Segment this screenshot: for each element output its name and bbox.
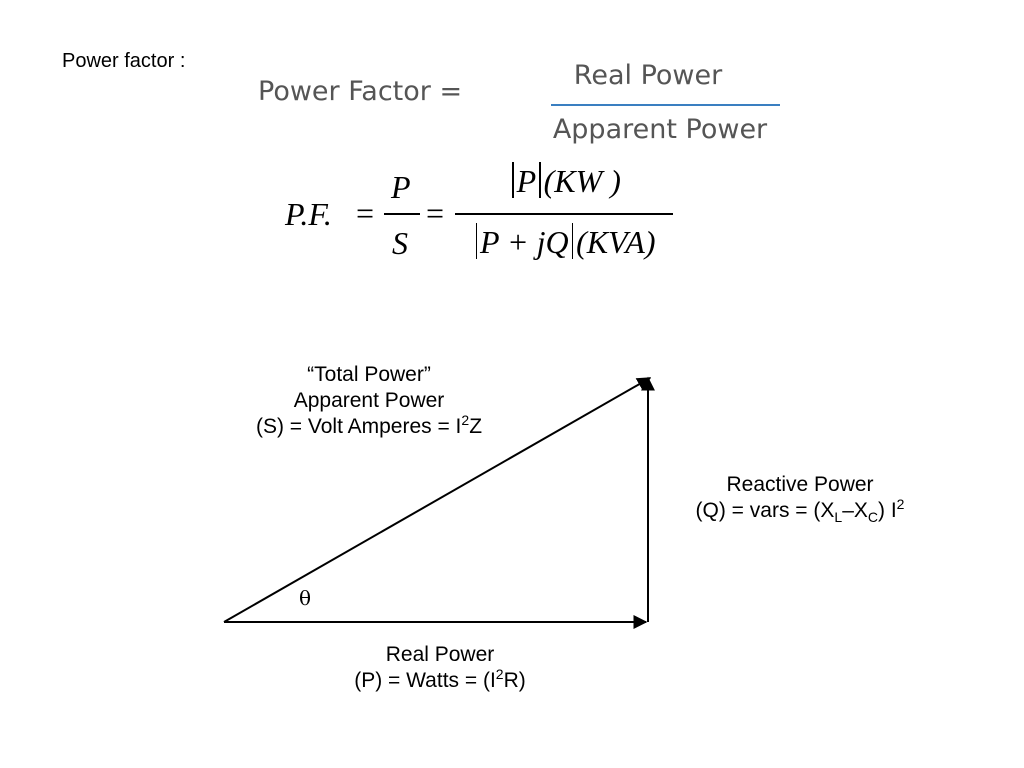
apparent-power-label: “Total Power” Apparent Power (S) = Volt …	[224, 362, 514, 440]
fraction-bar	[384, 213, 420, 215]
kva-denominator: P + jQ(KVA)	[455, 223, 673, 261]
real-power-numerator: Real Power	[573, 60, 723, 91]
kva-unit: (KVA)	[576, 224, 656, 260]
s-denominator: S	[392, 225, 408, 261]
total-power-text: “Total Power”	[307, 363, 431, 386]
equals-sign: =	[356, 195, 375, 231]
abs-bar	[475, 223, 478, 259]
real-power-text: Real Power	[385, 643, 495, 666]
kw-numerator: P(KW )	[458, 162, 672, 200]
fraction-bar	[551, 104, 780, 106]
angle-theta: θ	[299, 586, 312, 610]
reactive-power-text: Reactive Power	[726, 473, 874, 496]
apparent-power-denominator: Apparent Power	[552, 114, 768, 145]
volt-amperes-text: (S) = Volt Amperes = I2Z	[255, 412, 483, 438]
apparent-power-text: Apparent Power	[293, 389, 445, 412]
abs-bar	[571, 223, 574, 259]
kw-unit: (KW )	[543, 163, 621, 199]
p-symbol: P	[516, 163, 537, 199]
p-numerator: P	[391, 169, 411, 205]
vars-text: (Q) = vars = (XL–XC) I2	[695, 496, 905, 526]
page-heading: Power factor :	[62, 50, 186, 72]
reactive-power-label: Reactive Power (Q) = vars = (XL–XC) I2	[665, 472, 935, 524]
complex-power-expr: P + jQ	[480, 224, 569, 260]
pf-abbreviation: P.F.	[285, 196, 332, 232]
fraction-bar	[455, 213, 673, 215]
power-factor-label: Power Factor =	[258, 76, 463, 107]
abs-bar	[539, 162, 541, 198]
abs-bar	[512, 162, 514, 198]
real-power-label: Real Power (P) = Watts = (I2R)	[320, 642, 560, 694]
equals-sign: =	[426, 195, 445, 231]
watts-text: (P) = Watts = (I2R)	[354, 666, 526, 692]
apparent-power-vector	[223, 377, 652, 623]
